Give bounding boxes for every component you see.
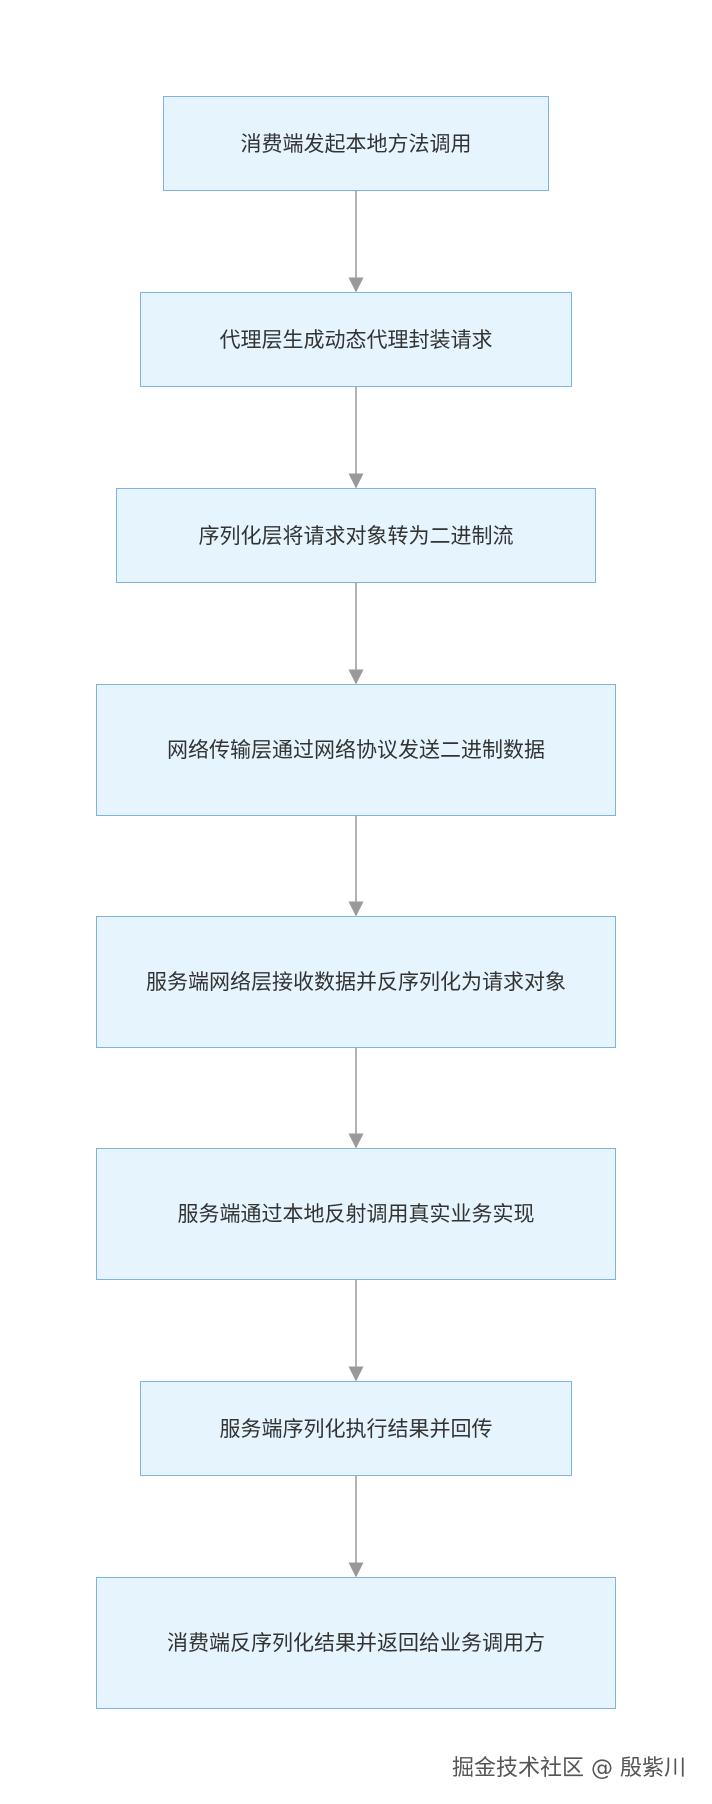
flow-step-6: 服务端通过本地反射调用真实业务实现 <box>96 1148 616 1280</box>
flow-step-4: 网络传输层通过网络协议发送二进制数据 <box>96 684 616 816</box>
flow-step-3: 序列化层将请求对象转为二进制流 <box>116 488 596 583</box>
flow-step-1-label: 消费端发起本地方法调用 <box>240 131 472 156</box>
flow-step-6-label: 服务端通过本地反射调用真实业务实现 <box>177 1202 535 1226</box>
flow-step-5: 服务端网络层接收数据并反序列化为请求对象 <box>96 916 616 1048</box>
flow-step-4-label: 网络传输层通过网络协议发送二进制数据 <box>167 738 545 762</box>
flow-step-7: 服务端序列化执行结果并回传 <box>140 1381 572 1476</box>
flow-step-3-label: 序列化层将请求对象转为二进制流 <box>198 523 514 548</box>
flow-step-8-label: 消费端反序列化结果并返回给业务调用方 <box>167 1631 545 1655</box>
flow-step-7-label: 服务端序列化执行结果并回传 <box>219 1416 493 1441</box>
watermark: 掘金技术社区 @ 殷紫川 <box>452 1756 686 1781</box>
flow-step-5-label: 服务端网络层接收数据并反序列化为请求对象 <box>146 970 566 994</box>
flow-step-1: 消费端发起本地方法调用 <box>163 96 549 191</box>
flow-step-2: 代理层生成动态代理封装请求 <box>140 292 572 387</box>
flow-step-8: 消费端反序列化结果并返回给业务调用方 <box>96 1577 616 1709</box>
flow-step-2-label: 代理层生成动态代理封装请求 <box>219 327 493 352</box>
